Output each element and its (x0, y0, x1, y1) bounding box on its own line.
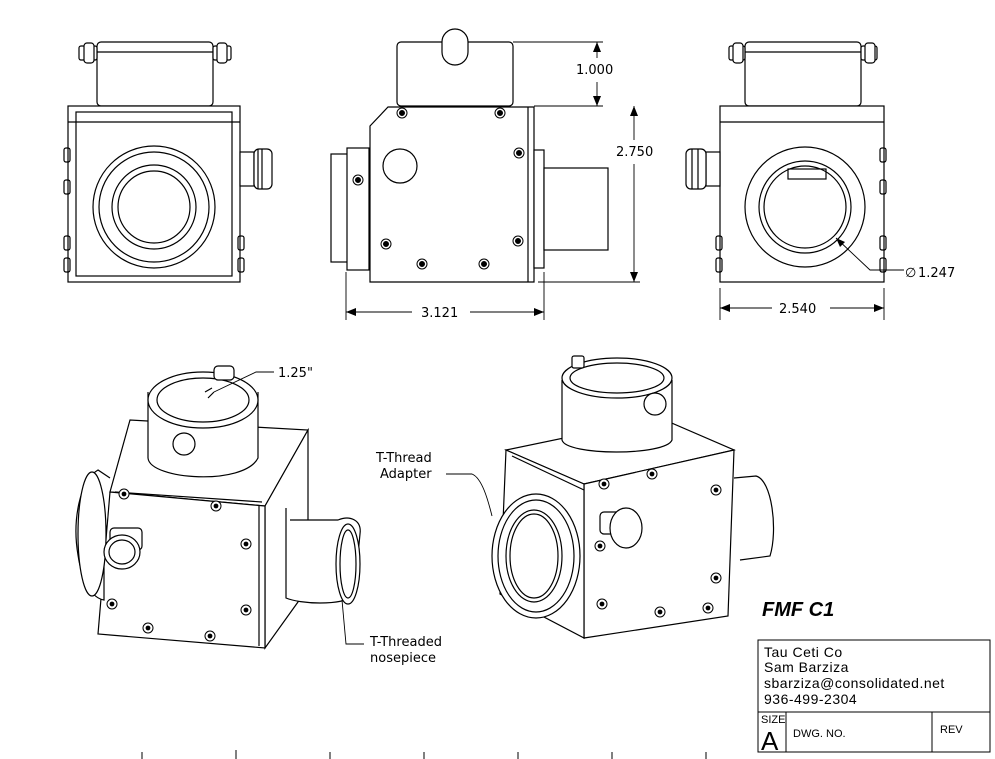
dim-width-side: 3.121 (421, 306, 458, 321)
size-value: A (761, 726, 779, 756)
size-label: SIZE (761, 714, 785, 726)
rev-label: REV (940, 724, 963, 736)
front-view (63, 41, 273, 283)
callout-nosepiece-line2: nosepiece (370, 651, 436, 666)
callout-adapter-line2: Adapter (380, 467, 432, 482)
company-name: Tau Ceti Co (764, 644, 843, 660)
dim-bore-iso: 1.25" (278, 366, 313, 381)
dim-height-body: 2.750 (616, 145, 653, 160)
nosepiece-leader (341, 599, 364, 645)
isometric-view-right (491, 355, 775, 639)
author-phone: 936-499-2304 (764, 691, 857, 707)
dim-width-rear: 2.540 (779, 302, 816, 317)
dwg-no-label: DWG. NO. (793, 728, 846, 740)
adapter-leader (446, 473, 493, 517)
callout-nosepiece-line1: T-Threaded (369, 635, 442, 650)
side-view (330, 28, 609, 283)
diameter-symbol: ∅ (905, 266, 916, 281)
callout-adapter-line1: T-Thread (375, 451, 432, 466)
rear-view (685, 41, 887, 283)
bore-leader (213, 371, 274, 393)
author-name: Sam Barziza (764, 659, 849, 675)
dim-rear-bore: 1.247 (918, 266, 955, 281)
dimension-arrows (346, 42, 884, 316)
title-block (757, 639, 991, 753)
author-email: sbarziza@consolidated.net (764, 675, 945, 691)
drawing-title: FMF C1 (762, 599, 834, 621)
isometric-view-left (75, 365, 361, 650)
sheet-border-ticks (141, 750, 707, 759)
dim-height-top: 1.000 (576, 63, 613, 78)
